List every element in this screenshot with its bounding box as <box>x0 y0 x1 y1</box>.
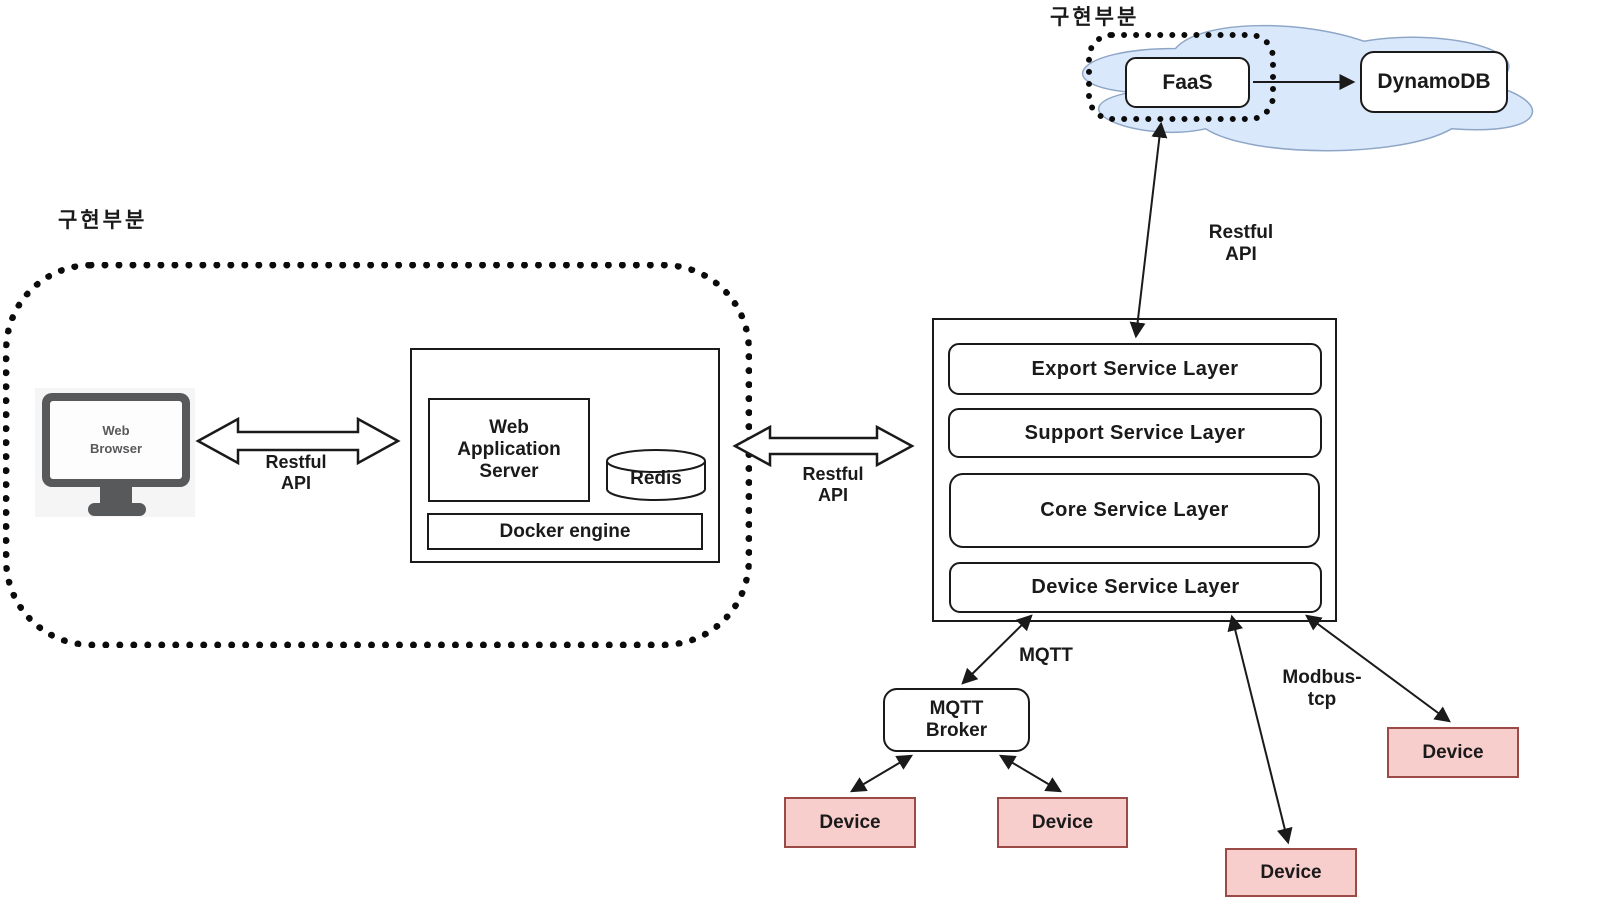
restful-arrow-server <box>732 424 915 468</box>
monitor-screen: Web Browser <box>50 401 182 479</box>
edge-broker-device2 <box>998 754 1063 793</box>
left-region-label: 구현부분 <box>58 209 148 232</box>
faas-box: FaaS <box>1125 57 1250 108</box>
edge-broker-device1 <box>849 754 914 793</box>
monitor-icon: Web Browser <box>42 393 190 487</box>
monitor-stand-pole <box>100 487 132 505</box>
docker-engine-box: Docker engine <box>427 513 703 550</box>
core-service-layer: Core Service Layer <box>949 473 1320 548</box>
device-box-2: Device <box>997 797 1128 848</box>
web-browser-backdrop: Web Browser <box>35 388 195 517</box>
restful-api-label-server: Restful API <box>802 464 864 505</box>
redis-label: Redis <box>630 468 682 489</box>
mqtt-label: MQTT <box>1019 645 1073 667</box>
device-box-4: Device <box>1387 727 1519 778</box>
restful-api-label-cloud: Restful API <box>1208 222 1274 265</box>
device-box-1: Device <box>784 797 916 848</box>
dynamodb-box: DynamoDB <box>1360 51 1508 113</box>
device-service-layer: Device Service Layer <box>949 562 1322 613</box>
web-application-server-box: Web Application Server <box>428 398 590 502</box>
support-service-layer: Support Service Layer <box>948 408 1322 458</box>
restful-api-label-browser: Restful API <box>265 452 327 493</box>
device-box-3: Device <box>1225 848 1357 897</box>
cloud-region-label: 구현부분 <box>1050 6 1140 29</box>
export-service-layer: Export Service Layer <box>948 343 1322 395</box>
edge-faas-export <box>1129 121 1168 339</box>
web-browser-label: Web Browser <box>89 423 143 456</box>
modbus-tcp-label: Modbus-tcp <box>1282 667 1362 710</box>
monitor-stand-base <box>88 503 146 516</box>
mqtt-broker-box: MQTT Broker <box>883 688 1030 752</box>
mqtt-broker-label: MQTT Broker <box>925 698 988 741</box>
edge-dsl-device3 <box>1227 614 1293 845</box>
web-application-server-label: Web Application Server <box>457 417 561 482</box>
